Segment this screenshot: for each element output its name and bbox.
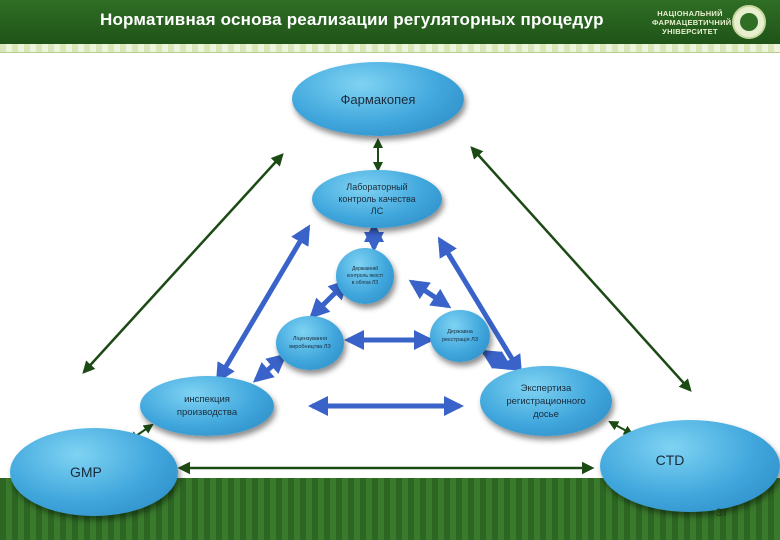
university-name-line-3: УНІВЕРСИТЕТ [662, 27, 718, 36]
arrow-blue-left-upper [215, 224, 311, 384]
node-lab-control-label: Лабораторный контроль качества ЛС [338, 182, 416, 216]
header-stripe-band [0, 44, 780, 53]
node-expertise-label: Экспертиза регистрационного досье [506, 382, 586, 420]
page-number: 37 [716, 507, 729, 519]
node-state-control-label: Державний контроль якості в обігом ЛЗ [346, 265, 384, 286]
node-state-registration: Державна реєстрація ЛЗ [430, 310, 490, 362]
node-gmp-label: GMP [70, 464, 102, 480]
university-logo [732, 5, 766, 39]
node-expertise: Экспертиза регистрационного досье [480, 366, 612, 436]
node-inspection-label: инспекция производства [176, 394, 238, 418]
node-state-control: Державний контроль якості в обігом ЛЗ [336, 248, 394, 304]
university-name: НАЦІОНАЛЬНИЙ ФАРМАЦЕВТИЧНИЙ УНІВЕРСИТЕТ [652, 9, 732, 36]
university-name-line-2: ФАРМАЦЕВТИЧНИЙ [652, 18, 732, 27]
arrow-pharmacopoeia-ctd-side [470, 146, 692, 392]
arrow-blue-licensing-inspection [252, 353, 288, 383]
node-inspection: инспекция производства [140, 376, 274, 436]
university-name-line-1: НАЦІОНАЛЬНИЙ [657, 9, 723, 18]
arrow-blue-state-registration [408, 279, 452, 309]
logo-emblem [740, 13, 758, 31]
node-ctd: CTD [600, 420, 780, 512]
node-pharmacopoeia: Фармакопея [292, 62, 464, 136]
node-state-registration-label: Державна реєстрація ЛЗ [441, 329, 479, 343]
slide-title: Нормативная основа реализации регуляторн… [100, 10, 604, 29]
node-ctd-label: CTD [655, 452, 685, 468]
arrow-blue-registration-expertise [480, 349, 514, 371]
node-gmp: GMP [10, 428, 178, 516]
arrow-pharmacopoeia-gmp-side [82, 153, 284, 374]
node-licensing: Ліцензування виробництва ЛЗ [276, 316, 344, 370]
header-bar: Нормативная основа реализации регуляторн… [0, 0, 780, 44]
node-licensing-label: Ліцензування виробництва ЛЗ [289, 336, 331, 350]
node-lab-control: Лабораторный контроль качества ЛС [312, 170, 442, 228]
node-pharmacopoeia-label: Фармакопея [340, 91, 416, 107]
